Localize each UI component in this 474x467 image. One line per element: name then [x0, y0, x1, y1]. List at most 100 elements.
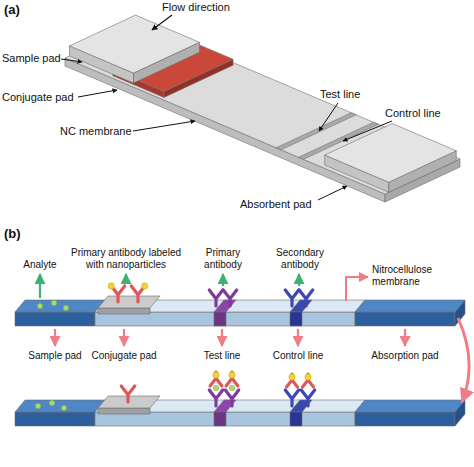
primary-antibody [209, 290, 222, 306]
leader-line [78, 90, 117, 97]
primary-antibody [209, 390, 222, 406]
part-label: Absorbent pad [240, 198, 312, 211]
strip-before [15, 283, 465, 326]
antibody-shape [301, 390, 314, 406]
secondary-antibody [299, 290, 312, 306]
green-arrow [222, 274, 224, 286]
part-label: Flow direction [162, 1, 230, 14]
pink-arrow [221, 329, 223, 346]
antibody-shape [209, 290, 222, 306]
antibody-shape [287, 374, 298, 387]
pink-arrow [404, 329, 406, 346]
absorbent-pad-block-top [325, 124, 457, 183]
nanoparticle [305, 374, 311, 380]
part-label: Test line [204, 350, 241, 362]
leader-line [318, 186, 347, 200]
panel-letter: (a) [4, 2, 20, 18]
test-line-band-front [214, 312, 226, 326]
part-label: Secondary antibody [265, 247, 335, 271]
antibody-shape [225, 390, 238, 406]
analyte-dot [51, 300, 57, 306]
secondary-antibody [285, 390, 298, 406]
analyte-dot [229, 385, 235, 391]
part-label: Primary antibody [192, 247, 254, 271]
antibody-shape [223, 290, 236, 306]
part-label: Absorption pad [371, 350, 438, 362]
part-label: Control line [273, 350, 324, 362]
part-label: Primary antibody labeled with nanopartic… [64, 247, 188, 271]
absorption-pad-front [355, 412, 455, 426]
sample-pad-front [15, 412, 95, 426]
part-label: Sample pad [28, 350, 81, 362]
labeled-antibody [303, 374, 314, 387]
sample-pad-front [15, 312, 95, 326]
leader-line [133, 121, 195, 131]
antibody-shape [299, 290, 312, 306]
nanoparticle [108, 283, 114, 289]
part-label: Sample pad [2, 52, 61, 65]
green-arrow [39, 274, 41, 298]
nanoparticle [229, 372, 235, 378]
analyte-dot [61, 405, 67, 411]
absorption-pad-top [355, 400, 465, 412]
leader-line [319, 103, 338, 131]
analyte-dot [63, 305, 69, 311]
nanoparticle [213, 372, 219, 378]
secondary-antibody [301, 390, 314, 406]
leader-line [343, 121, 392, 141]
part-label: Nitrocellulose membrane [372, 264, 470, 288]
absorbent-pad-block [325, 124, 457, 193]
sample-pad-top [15, 400, 105, 412]
absorption-pad-top [355, 300, 465, 312]
analyte-dot [35, 403, 41, 409]
pink-arrow [346, 277, 368, 301]
analyte-dot [49, 400, 55, 406]
conjugate-pad-front [98, 308, 150, 314]
sample-pad-block [70, 15, 200, 83]
part-label: Conjugate pad [2, 91, 74, 104]
labeled-antibody [131, 283, 148, 302]
part-label: Conjugate pad [91, 350, 156, 362]
pointer-arrows-b [40, 274, 469, 402]
green-arrow [298, 274, 300, 286]
strip-end [455, 400, 465, 426]
part-label: NC membrane [60, 125, 132, 138]
sample-pad-top [15, 300, 105, 312]
leader-lines-a [61, 15, 392, 200]
nanoparticle [289, 374, 295, 380]
green-arrow [125, 274, 127, 284]
labeled-antibody [287, 374, 298, 387]
antibody-shape [285, 390, 298, 406]
control-line-band-front [290, 412, 302, 426]
antibody-shape [285, 290, 298, 306]
antibody-shape [226, 372, 238, 386]
antibody-shape [121, 386, 134, 402]
conjugate-pad-front [98, 408, 150, 414]
pink-arrow [54, 329, 56, 346]
analyte-dot [213, 385, 219, 391]
labeled-antibody [108, 283, 125, 302]
leader-line [61, 59, 82, 62]
strip-3d [65, 15, 460, 202]
pink-arrow [123, 329, 125, 346]
strip-schematic [15, 283, 465, 426]
labeled-antibody [121, 386, 134, 402]
antibody-shape [209, 390, 222, 406]
absorption-pad-front [355, 312, 455, 326]
nanoparticle [142, 283, 148, 289]
primary-antibody [223, 290, 236, 306]
panel-letter: (b) [4, 226, 21, 242]
flow-arrow [152, 15, 172, 30]
labeled-antibody [226, 372, 238, 386]
labeled-antibody [210, 372, 222, 386]
antibody-shape [303, 374, 314, 387]
test-line-band [276, 113, 356, 150]
secondary-antibody [285, 290, 298, 306]
curved-arrow [458, 318, 469, 402]
part-label: Analyte [23, 259, 56, 271]
primary-antibody [225, 390, 238, 406]
antibody-shape [210, 372, 222, 386]
